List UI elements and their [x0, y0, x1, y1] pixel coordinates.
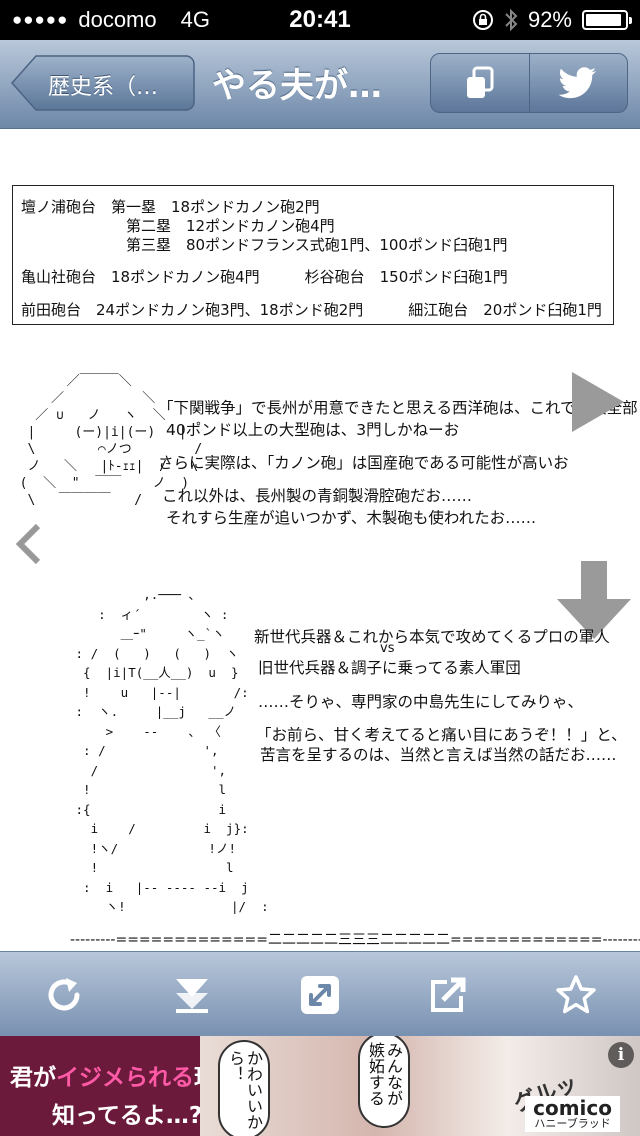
yaruo-line: これ以外は、長州製の青銅製滑腔砲だお…… — [162, 487, 473, 505]
share-button[interactable] — [418, 965, 478, 1025]
fullscreen-icon — [301, 975, 339, 1014]
download-button[interactable] — [162, 965, 222, 1025]
fullscreen-button[interactable] — [290, 965, 350, 1025]
download-icon — [176, 978, 208, 1013]
clock: 20:41 — [289, 6, 351, 33]
bluetooth-icon — [505, 8, 518, 32]
battery-percent: 92% — [527, 7, 572, 32]
carrier-name: docomo — [78, 7, 157, 32]
soldier-ascii-art: ,.─── 、 : ィ´ ヽ : ＿ｰ" ヽ_`ヽ : / ( ) ( ) ヽ … — [75, 587, 269, 914]
ad-banner[interactable]: 君がイジメられる理由 知ってるよ…? かわいいから！ みんなが嫉妬する グルッ … — [0, 1036, 640, 1136]
soldier-line: 旧世代兵器＆調子に乗ってる素人軍団 — [258, 659, 521, 677]
yaruo-line: それすら生産が追いつかず、木製砲も使われたお…… — [166, 509, 537, 527]
page-title: やる夫が… — [212, 66, 382, 106]
share-icon — [431, 977, 466, 1012]
battery-icon — [582, 10, 632, 30]
back-button[interactable]: 歴史系（… — [10, 54, 196, 112]
soldier-line: ……そりゃ、専門家の中島先生にしてみりゃ、 — [258, 693, 584, 711]
bookmark-button[interactable] — [546, 965, 606, 1025]
nav-action-group — [430, 53, 628, 113]
chevron-left-icon[interactable] — [14, 522, 44, 566]
table-row: 第二塁 12ポンドカノン砲4門 — [21, 217, 335, 235]
network-type: 4G — [180, 7, 210, 32]
ad-speech-bubble: かわいいから！ — [218, 1040, 270, 1136]
refresh-icon — [48, 977, 80, 1010]
table-row: 前田砲台 24ポンドカノン砲3門、18ポンド砲2門 細江砲台 20ポンド臼砲1門 — [21, 301, 602, 319]
copy-button[interactable] — [431, 54, 529, 112]
soldier-line: 新世代兵器＆これから本気で攻めてくるプロの軍人 — [254, 628, 610, 646]
section-separator: ---------=============二二二二二三三三二二二二二=====… — [70, 932, 640, 948]
ad-info-icon[interactable]: i — [608, 1042, 634, 1068]
navigation-bar: 歴史系（… やる夫が… — [0, 40, 640, 129]
table-row: 壇ノ浦砲台 第一塁 18ポンドカノン砲2門 — [21, 198, 320, 216]
tweet-button[interactable] — [528, 54, 628, 112]
back-button-label: 歴史系（… — [48, 75, 159, 100]
status-bar: ●●●●● docomo 4G 20:41 92% — [0, 0, 640, 40]
table-row: 亀山社砲台 18ポンドカノン砲4門 杉谷砲台 150ポンド臼砲1門 — [21, 268, 508, 286]
bottom-toolbar — [0, 951, 640, 1037]
yaruo-line: 40ポンド以上の大型砲は、3門しかねーお — [166, 421, 460, 439]
table-row: 第三塁 80ポンドフランス式砲1門、100ポンド臼砲1門 — [21, 236, 508, 254]
soldier-line: 苦言を呈するのは、当然と言えば当然の話だお…… — [260, 746, 617, 764]
twitter-bird-icon — [558, 67, 597, 99]
scroll-down-arrow-icon[interactable] — [557, 561, 631, 639]
ad-speech-bubble: みんなが嫉妬する — [358, 1036, 410, 1128]
ad-subline: 知ってるよ…? — [52, 1103, 203, 1129]
yaruo-line: さらに実際は、「カノン砲」は国産砲である可能性が高いお — [158, 454, 569, 472]
star-icon — [556, 974, 596, 1013]
yaruo-ascii-art: ／￣￣￣＼ ／ ＼ ／ ∪ ノ ヽ ＼ | (ー)|i|(ー) | \ ⌒ノつ … — [19, 374, 203, 508]
signal-strength-icon: ●●●●● — [12, 10, 69, 29]
copy-icon — [466, 66, 494, 98]
soldier-line: 「お前ら、甘く考えてると痛い目にあうぞ！！」と、 — [256, 726, 627, 744]
yaruo-line: 「下関戦争」で長州が用意できたと思える西洋砲は、これで最大全部 — [158, 399, 638, 417]
refresh-button[interactable] — [34, 965, 94, 1025]
rotation-lock-icon — [472, 10, 493, 30]
soldier-line: vs — [380, 641, 395, 656]
next-page-arrow-icon[interactable] — [572, 372, 624, 432]
article-webview[interactable]: 壇ノ浦砲台 第一塁 18ポンドカノン砲2門 第二塁 12ポンドカノン砲4門 第三… — [0, 129, 640, 951]
artillery-table: 壇ノ浦砲台 第一塁 18ポンドカノン砲2門 第二塁 12ポンドカノン砲4門 第三… — [12, 185, 614, 325]
